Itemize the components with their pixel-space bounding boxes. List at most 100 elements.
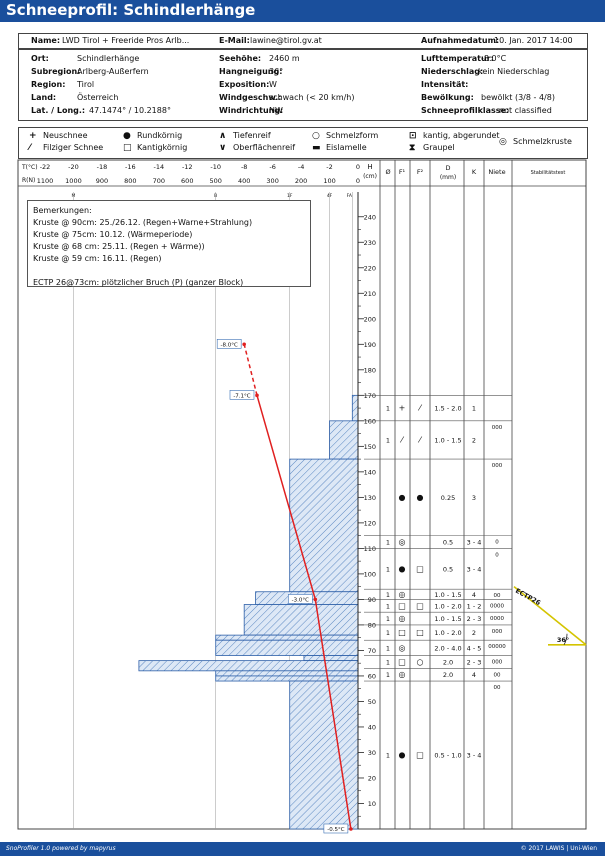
temperature-label: -3.0°C bbox=[292, 597, 309, 603]
layer-theta: 1 bbox=[386, 565, 390, 573]
temperature-label: -0.5°C bbox=[327, 827, 344, 833]
layer-theta: 1 bbox=[386, 436, 390, 444]
r-tick-label: 100 bbox=[323, 177, 335, 185]
col-header-f1: F¹ bbox=[399, 168, 406, 176]
meta-value: NW bbox=[269, 106, 283, 115]
legend-label: Graupel bbox=[423, 143, 455, 152]
t-tick-label: -4 bbox=[298, 163, 304, 171]
title-bar: Schneeprofil: Schindlerhänge bbox=[0, 0, 605, 22]
layer-hardness-k: 3 - 4 bbox=[467, 539, 482, 547]
height-tick-label: 180 bbox=[364, 366, 376, 374]
layer-grain-f1-icon: ● bbox=[399, 751, 406, 760]
r-axis-label: R(N) bbox=[22, 177, 35, 184]
date-label: Aufnahmedatum: bbox=[421, 36, 500, 45]
h-unit: (cm) bbox=[363, 173, 377, 180]
stability-slope-line bbox=[513, 586, 587, 646]
t-tick-label: -12 bbox=[182, 163, 193, 171]
legend-label: Kantigkörnig bbox=[137, 143, 188, 152]
r-tick-label: 0 bbox=[356, 177, 360, 185]
layer-hardness-k: 2 bbox=[472, 629, 476, 637]
header-box: Name: LWD Tirol + Freeride Pros Arlb... … bbox=[18, 33, 588, 49]
layer-grain-size: 1.0 - 2.0 bbox=[434, 629, 461, 637]
t-tick-label: -16 bbox=[125, 163, 136, 171]
remark-line: Bemerkungen: bbox=[33, 206, 92, 215]
legend-label: Tiefenreif bbox=[233, 131, 271, 140]
temperature-label-box bbox=[288, 594, 313, 604]
layer-grain-f1-icon: □ bbox=[398, 657, 406, 666]
temperature-line-dashed bbox=[243, 344, 258, 396]
temperature-label: -8.0°C bbox=[221, 342, 238, 348]
remark-line: Kruste @ 68 cm: 25.11. (Regen + Wärme)) bbox=[33, 242, 205, 251]
remark-line: Kruste @ 59 cm: 16.11. (Regen) bbox=[33, 254, 162, 263]
meta-label: Hangneigung: bbox=[219, 67, 283, 76]
layer-hardness-k: 4 - 5 bbox=[467, 644, 482, 652]
t-tick-label: -10 bbox=[210, 163, 221, 171]
layer-hardness-k: 3 - 4 bbox=[467, 752, 482, 760]
layer-grain-f1-icon: ◎ bbox=[399, 614, 406, 623]
layer-grain-size: 1.0 - 2.0 bbox=[434, 602, 461, 610]
col-header-theta: Ø bbox=[385, 168, 390, 176]
height-tick-label: 220 bbox=[364, 264, 376, 272]
meta-value: Österreich bbox=[77, 93, 119, 102]
layer-grain-f2-icon: □ bbox=[416, 564, 424, 573]
hardness-bar bbox=[329, 420, 359, 460]
t-tick-label: -18 bbox=[97, 163, 108, 171]
meta-value: 2460 m bbox=[269, 54, 300, 63]
t-tick-label: -6 bbox=[269, 163, 275, 171]
height-tick-label: 240 bbox=[364, 213, 376, 221]
legend-label: kantig, abgerundet bbox=[423, 131, 500, 140]
meta-label: Subregion: bbox=[31, 67, 81, 76]
col-header-stab: Stabilitätstest bbox=[531, 170, 566, 176]
t-tick-label: -22 bbox=[40, 163, 51, 171]
legend-symbol-icon: ⁄ bbox=[29, 143, 31, 153]
r-tick-label: 400 bbox=[238, 177, 250, 185]
stability-test-label: ECTP26 bbox=[514, 587, 542, 608]
meta-label: Land: bbox=[31, 93, 57, 102]
layer-hardness-k: 2 - 3 bbox=[467, 615, 482, 623]
hardness-bar bbox=[243, 604, 359, 636]
layer-hardness-k: 2 bbox=[472, 436, 476, 444]
temperature-point bbox=[313, 597, 318, 602]
layer-grain-f1-icon: ◎ bbox=[399, 670, 406, 679]
layer-grain-f1-icon: ● bbox=[399, 493, 406, 502]
height-tick-label: 50 bbox=[368, 698, 376, 706]
height-tick-label: 190 bbox=[364, 341, 376, 349]
layer-grain-f2-icon: ○ bbox=[417, 657, 424, 666]
height-tick-label: 40 bbox=[368, 723, 376, 731]
legend-symbol-icon: ● bbox=[123, 131, 131, 141]
layer-grain-size: 0.5 bbox=[443, 565, 453, 573]
meta-label: Region: bbox=[31, 80, 66, 89]
height-tick-label: 90 bbox=[368, 596, 376, 604]
meta-value: kein Niederschlag bbox=[478, 67, 550, 76]
legend-symbol-icon: ▬ bbox=[312, 143, 321, 153]
layer-grain-f1-icon: ◎ bbox=[399, 590, 406, 599]
layer-hardness-k: 2 - 3 bbox=[467, 658, 482, 666]
layer-grain-f2-icon: ⁄ bbox=[417, 435, 422, 444]
height-tick-label: 130 bbox=[364, 494, 376, 502]
height-tick-label: 30 bbox=[368, 749, 376, 757]
r-tick-label: 300 bbox=[266, 177, 278, 185]
layer-grain-size: 1.5 - 2.0 bbox=[434, 405, 461, 413]
layer-grain-f1-icon: □ bbox=[398, 628, 406, 637]
r-tick-label: 800 bbox=[124, 177, 136, 185]
meta-value: 47.1474° / 10.2188° bbox=[89, 106, 171, 115]
legend-symbol-icon: ∨ bbox=[219, 143, 227, 153]
col-header-niete: Niete bbox=[488, 168, 505, 176]
layer-grain-f1-icon: ◎ bbox=[399, 643, 406, 652]
r-tick-label: 500 bbox=[210, 177, 222, 185]
remark-line: Kruste @ 75cm: 10.12. (Wärmeperiode) bbox=[33, 230, 193, 239]
r-tick-label: 900 bbox=[96, 177, 108, 185]
layer-grain-size: 0.5 - 1.0 bbox=[434, 752, 461, 760]
hardness-bar bbox=[215, 634, 359, 641]
height-tick-label: 70 bbox=[368, 647, 376, 655]
height-tick-label: 100 bbox=[364, 570, 376, 578]
height-tick-label: 210 bbox=[364, 290, 376, 298]
footer-left: SnoProfiler 1.0 powered by mapyrus bbox=[6, 845, 116, 852]
name-label: Name: bbox=[31, 36, 61, 45]
layer-niete: 000 bbox=[492, 425, 503, 431]
height-tick-label: 160 bbox=[364, 417, 376, 425]
layer-grain-f1-icon: ◎ bbox=[399, 538, 406, 547]
layer-theta: 1 bbox=[386, 615, 390, 623]
meta-value: bewölkt (3/8 - 4/8) bbox=[481, 93, 555, 102]
layer-grain-f2-icon: □ bbox=[416, 628, 424, 637]
